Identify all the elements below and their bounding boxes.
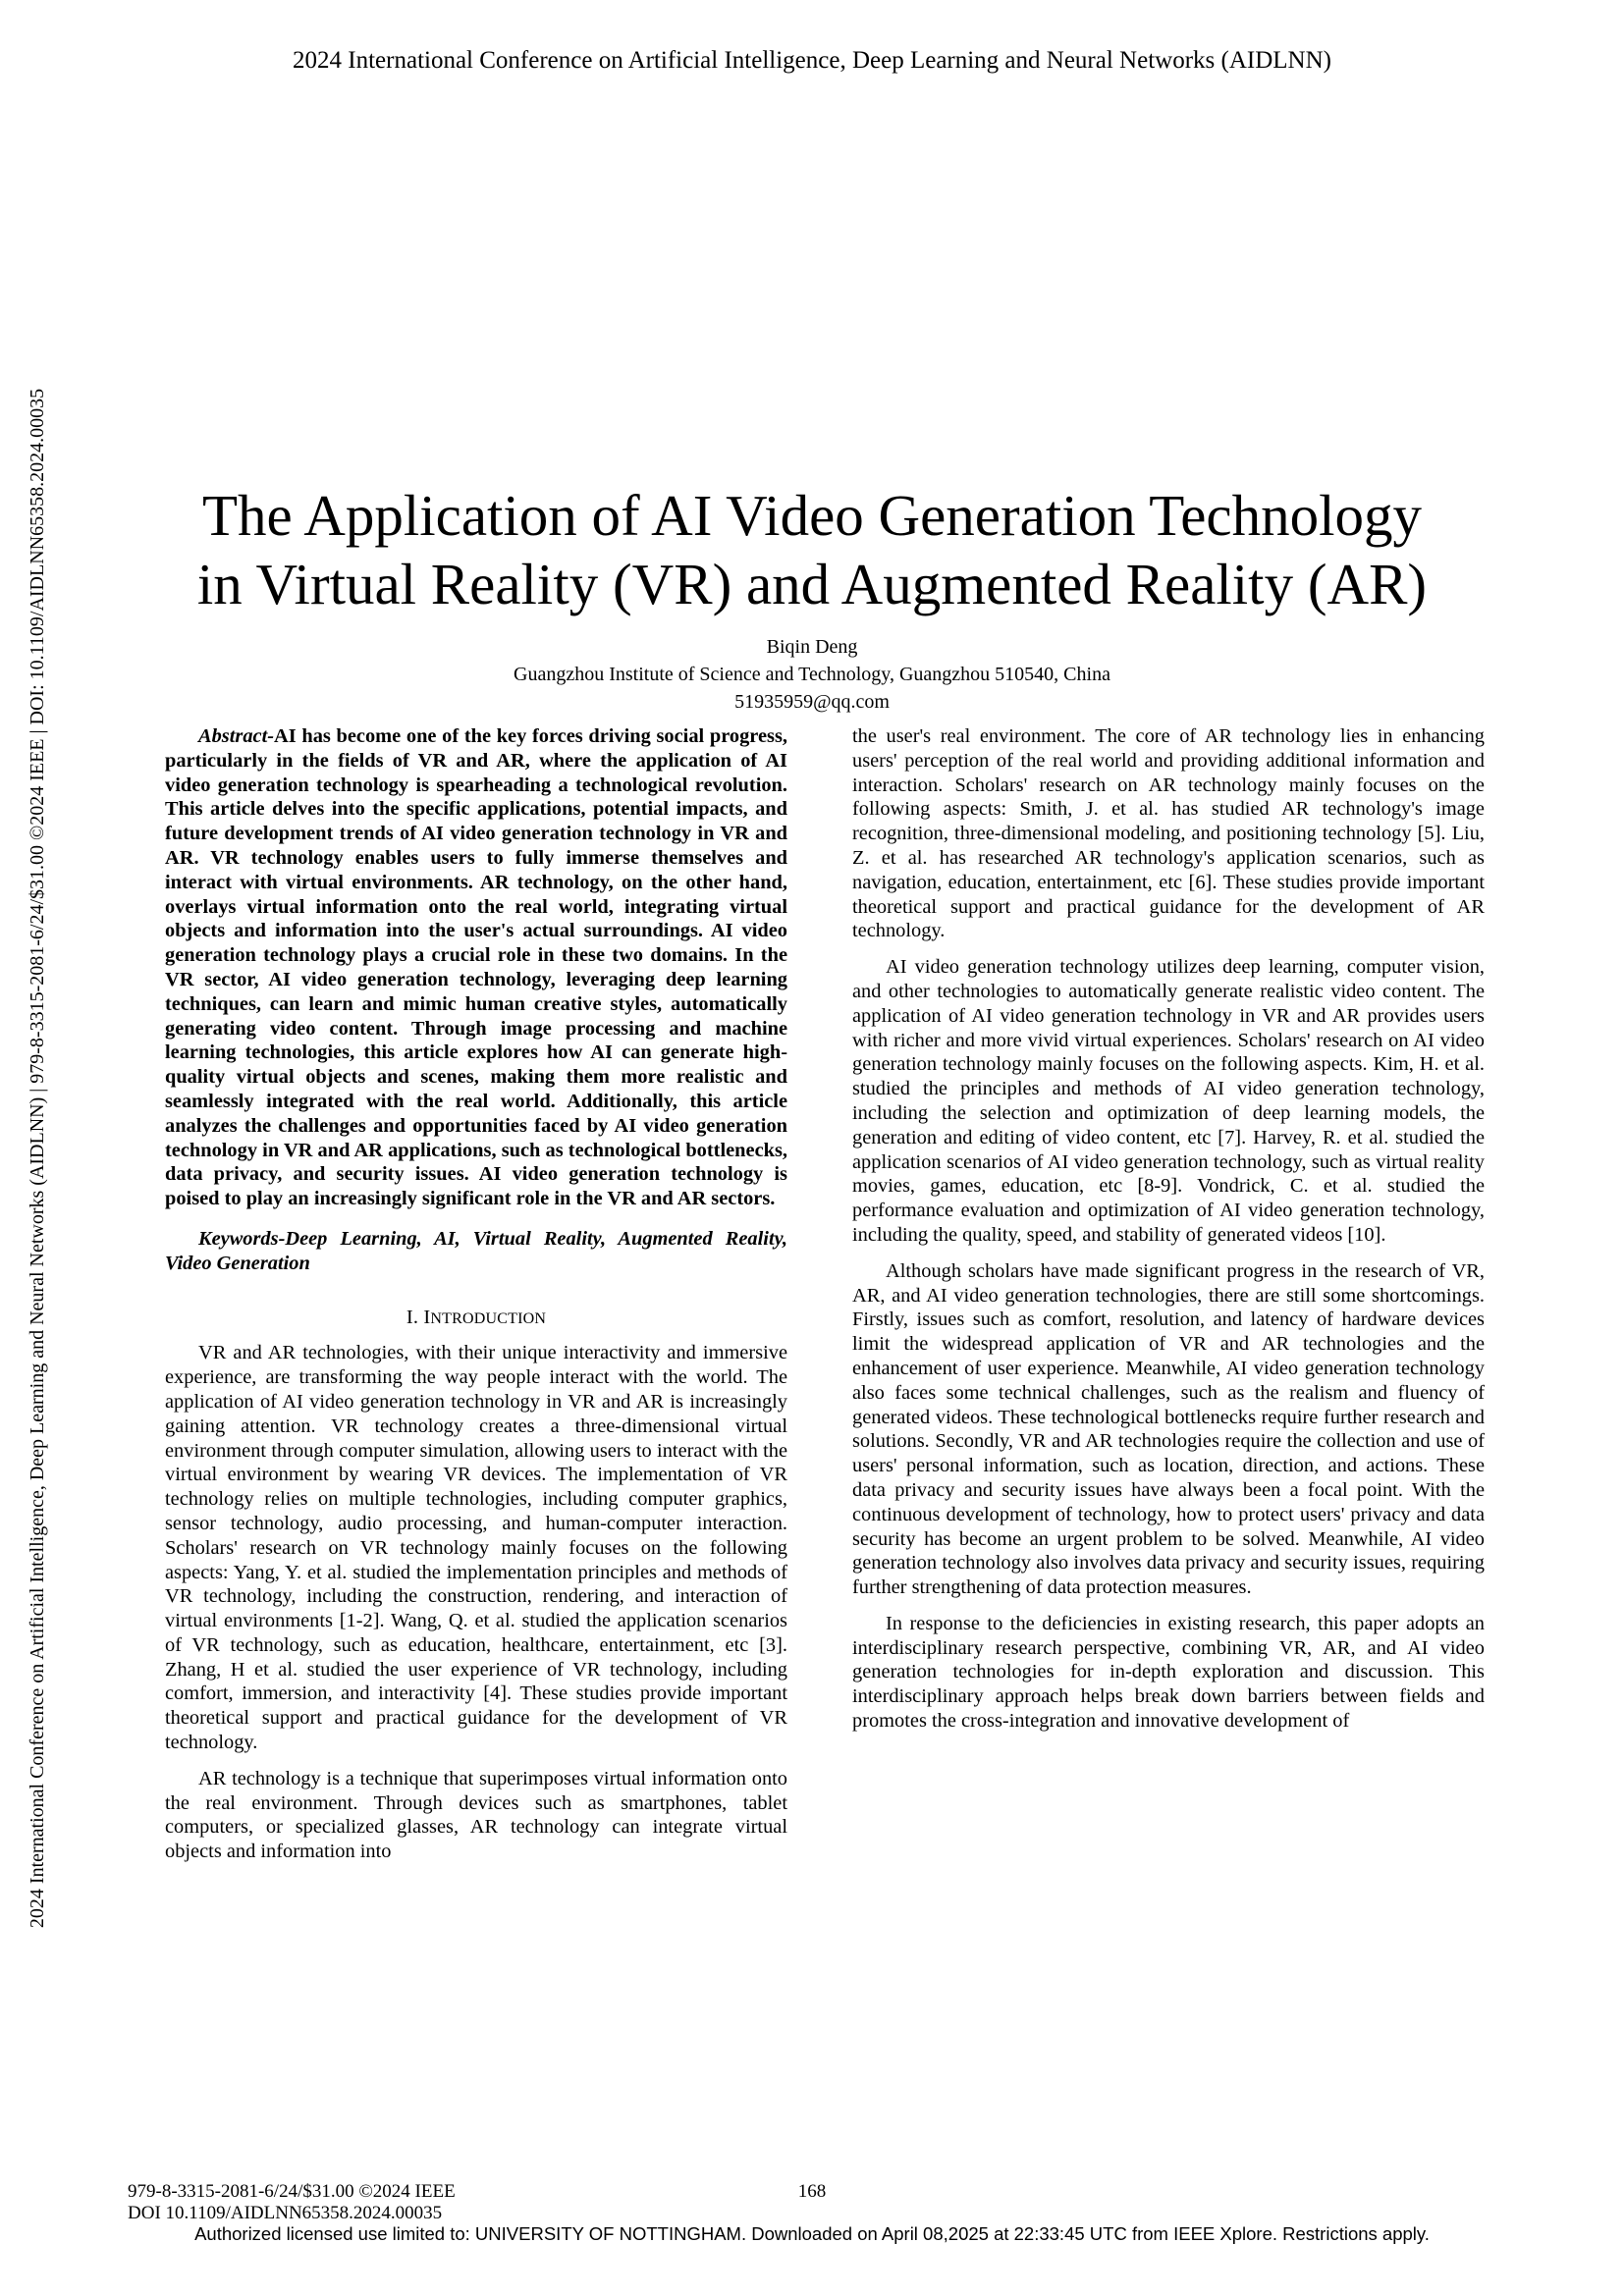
intro-paragraph-5: In response to the deficiencies in exist… <box>852 1612 1485 1733</box>
intro-paragraph-2-continued: the user's real environment. The core of… <box>852 725 1485 942</box>
page-number: 168 <box>797 2181 827 2202</box>
intro-paragraph-4: Although scholars have made significant … <box>852 1259 1485 1599</box>
author-affiliation: Guangzhou Institute of Science and Techn… <box>514 664 1110 685</box>
author-name: Biqin Deng <box>766 636 858 658</box>
author-block: Biqin Deng Guangzhou Institute of Scienc… <box>0 633 1624 716</box>
license-notice: Authorized licensed use limited to: UNIV… <box>194 2223 1430 2244</box>
intro-paragraph-3: AI video generation technology utilizes … <box>852 956 1485 1246</box>
right-column: the user's real environment. The core of… <box>852 724 1485 1734</box>
title-line-2: in Virtual Reality (VR) and Augmented Re… <box>196 552 1428 616</box>
left-column: Abstract-AI has become one of the key fo… <box>165 724 787 1864</box>
intro-paragraph-2: AR technology is a technique that superi… <box>165 1767 787 1863</box>
title-line-1: The Application of AI Video Generation T… <box>202 483 1422 548</box>
abstract-text: AI has become one of the key forces driv… <box>165 725 787 1210</box>
keywords: Keywords-Deep Learning, AI, Virtual Real… <box>165 1227 787 1274</box>
footer-doi: DOI 10.1109/AIDLNN65358.2024.00035 <box>128 2203 443 2223</box>
abstract: Abstract-AI has become one of the key fo… <box>165 724 787 1211</box>
paper-title: The Application of AI Video Generation T… <box>0 481 1624 618</box>
abstract-label: Abstract- <box>198 725 275 747</box>
footer-isbn: 979-8-3315-2081-6/24/$31.00 ©2024 IEEE <box>128 2181 456 2202</box>
author-email: 51935959@qq.com <box>734 691 890 713</box>
conference-header: 2024 International Conference on Artific… <box>293 47 1331 74</box>
intro-paragraph-1: VR and AR technologies, with their uniqu… <box>165 1342 787 1754</box>
footer-identifiers: 979-8-3315-2081-6/24/$31.00 ©2024 IEEE D… <box>128 2181 456 2224</box>
section-heading-introduction: I. INTRODUCTION <box>406 1306 547 1328</box>
